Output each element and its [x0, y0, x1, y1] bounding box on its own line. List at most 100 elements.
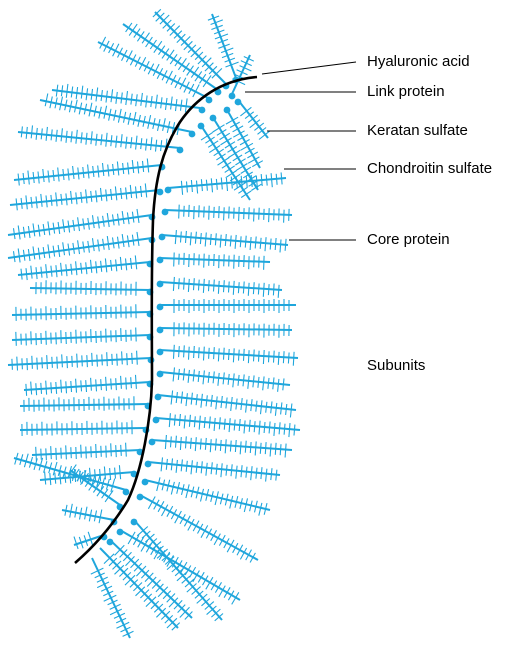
subunit-19 [12, 304, 150, 321]
link-protein-dot [157, 349, 164, 356]
subunit-7 [238, 100, 270, 140]
subunit-37 [160, 322, 292, 338]
subunit-15 [8, 209, 152, 239]
glycosaminoglycan-chains [181, 172, 282, 194]
glycosaminoglycan-chains [18, 159, 149, 186]
label-chondroitin-sulfate: Chondroitin sulfate [367, 160, 492, 178]
link-protein-dot [153, 417, 160, 424]
glycosaminoglycan-chains [16, 183, 147, 210]
hyaluronic-acid-backbone [75, 77, 257, 563]
link-protein-dot [142, 479, 149, 486]
link-protein-dot [145, 461, 152, 468]
core-protein-line [30, 288, 150, 290]
subunit-14 [10, 183, 160, 210]
core-protein-line [156, 418, 300, 430]
subunit-4 [98, 37, 208, 98]
subunit-21 [8, 351, 151, 371]
link-protein-dot [157, 257, 164, 264]
subunit-50 [91, 558, 134, 638]
glycosaminoglycan-chains [165, 435, 286, 458]
subunit-23 [20, 396, 148, 412]
subunit-35 [160, 277, 282, 298]
link-protein-dot [157, 281, 164, 288]
link-protein-dot [235, 99, 242, 106]
core-protein-line [123, 24, 218, 90]
subunit-18 [30, 280, 150, 296]
label-core-protein: Core protein [367, 231, 450, 249]
glycosaminoglycan-chains [91, 568, 134, 636]
link-protein-dot [107, 539, 114, 546]
subunit-39 [160, 367, 290, 391]
glycosaminoglycan-chains [173, 367, 284, 391]
link-protein-dot [157, 371, 164, 378]
glycosaminoglycan-chains [208, 16, 239, 67]
subunit-32 [165, 205, 292, 223]
link-protein-dot [199, 107, 206, 114]
subunit-24 [20, 420, 146, 436]
label-subunits: Subunits [367, 357, 425, 375]
glycosaminoglycan-chains [240, 107, 270, 139]
link-protein-dot [165, 187, 172, 194]
glycosaminoglycan-chains [14, 209, 140, 239]
label-keratan-sulfate: Keratan sulfate [367, 122, 468, 140]
link-protein-dot [131, 519, 138, 526]
glycosaminoglycan-chains [174, 345, 295, 366]
subunit-1 [208, 14, 239, 78]
subunit-36 [160, 299, 296, 313]
subunit-44 [145, 477, 270, 515]
link-protein-dot [224, 107, 231, 114]
link-protein-dot [157, 304, 164, 311]
label-link-protein: Link protein [367, 83, 445, 101]
glycosaminoglycan-chains [12, 351, 137, 371]
core-protein-line [160, 328, 292, 330]
label-hyaluronic-acid: Hyaluronic acid [367, 53, 470, 71]
core-protein-line [18, 262, 150, 275]
glycosaminoglycan-chains [26, 375, 136, 396]
glycosaminoglycan-chains [36, 280, 136, 296]
subunit-29 [62, 504, 114, 523]
subunit-42 [152, 435, 292, 458]
glycosaminoglycan-chains [45, 94, 180, 136]
glycosaminoglycan-chains [201, 132, 251, 197]
glycosaminoglycan-chains [157, 477, 267, 515]
glycosaminoglycan-chains [21, 255, 137, 280]
subunit-group [8, 9, 300, 638]
link-protein-dot [117, 529, 124, 536]
core-protein-line [148, 462, 280, 475]
link-protein-dot [162, 209, 169, 216]
subunit-43 [148, 457, 280, 481]
link-protein-dot [198, 123, 205, 130]
link-protein-dot [155, 394, 162, 401]
core-protein-line [8, 358, 151, 365]
core-protein-line [160, 372, 290, 385]
link-protein-dot [159, 234, 166, 241]
link-protein-dot [206, 97, 213, 104]
subunit-20 [12, 328, 150, 346]
subunit-38 [160, 345, 298, 366]
subunit-31 [168, 172, 286, 194]
core-protein-line [10, 190, 160, 205]
subunit-34 [160, 253, 270, 270]
glycosaminoglycan-chains [171, 391, 292, 418]
link-protein-dot [177, 147, 184, 154]
subunit-33 [162, 230, 288, 252]
subunit-12 [18, 125, 180, 152]
link-protein-dot [210, 115, 217, 122]
subunit-48 [110, 540, 192, 620]
subunit-49 [100, 548, 180, 630]
link-protein-dot [149, 439, 156, 446]
link-protein-dot [137, 494, 144, 501]
glycosaminoglycan-chains [173, 277, 279, 298]
subunit-13 [14, 159, 162, 186]
link-protein-dot [189, 131, 196, 138]
subunit-17 [18, 255, 150, 280]
subunit-27 [14, 453, 126, 492]
subunit-25 [32, 443, 140, 461]
link-protein-dot [157, 327, 164, 334]
link-protein-dot [123, 489, 130, 496]
glycosaminoglycan-chains [175, 230, 286, 252]
leader-hyaluronic-acid [262, 62, 356, 74]
subunit-40 [158, 391, 296, 418]
